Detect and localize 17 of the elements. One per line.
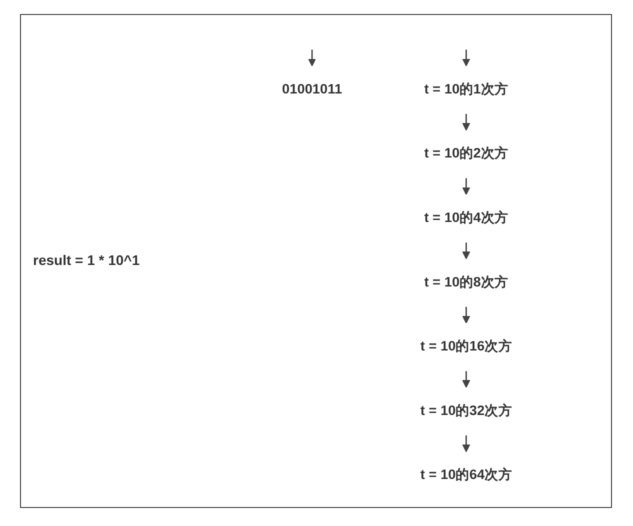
arrow: [462, 114, 470, 131]
arrow: [462, 435, 470, 452]
formula-text: result = 1 * 10^1: [33, 252, 140, 268]
node-text: t = 10的2次方: [424, 146, 508, 162]
node-text: 01001011: [282, 82, 342, 98]
node-text: t = 10的8次方: [424, 274, 508, 290]
arrow: [462, 50, 470, 66]
arrow: [462, 306, 470, 324]
node-text: t = 10的64次方: [420, 467, 512, 483]
arrow: [462, 242, 470, 260]
arrow: [308, 50, 316, 66]
node-text: t = 10的4次方: [424, 210, 508, 226]
node-text: t = 10的32次方: [420, 403, 512, 419]
arrow: [462, 371, 470, 388]
node-text: t = 10的1次方: [424, 82, 508, 98]
node-text: t = 10的16次方: [420, 338, 512, 354]
arrow: [462, 178, 470, 196]
